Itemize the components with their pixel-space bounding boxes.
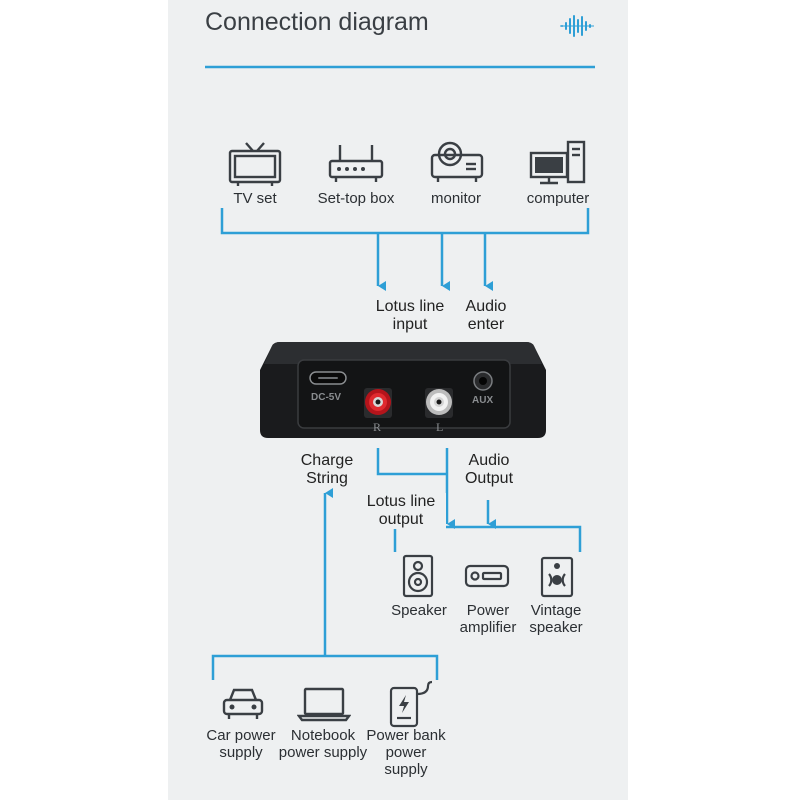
aux-label: AUX [472,395,494,406]
waveform-logo-icon [560,15,594,37]
bluetooth-receiver-device: DC-5V R L AUX [258,340,548,440]
rca-left-jack-icon [425,388,453,418]
projector-icon [428,139,486,185]
rca-right-jack-icon [364,388,392,418]
car-power-supply-label: Car power supply [206,727,276,761]
tv-icon [226,140,284,188]
audio-output-label: Audio Output [464,452,514,487]
lotus-line-input-label: Lotus line input [375,298,445,333]
vintage-speaker-icon [536,556,578,598]
source-label-monitor: monitor [430,190,482,207]
aux-jack-icon [473,371,493,391]
router-icon [326,143,386,185]
speaker-label: Speaker [391,602,447,619]
notebook-power-supply-label: Notebook power supply [278,727,368,761]
computer-icon [528,139,588,187]
rca-r-label: R [373,420,382,434]
page-title: Connection diagram [205,8,429,36]
vintage-speaker-label: Vintage speaker [529,602,583,636]
source-label-tv: TV set [233,190,277,207]
power-amplifier-label: Power amplifier [459,602,517,636]
power-bank-icon [388,680,438,730]
audio-enter-label: Audio enter [465,298,507,333]
dc-port-icon [309,371,347,385]
amplifier-icon [464,563,510,589]
dc-label: DC-5V [311,392,342,403]
rca-l-label: L [436,420,444,434]
source-label-set-top-box: Set-top box [317,190,395,207]
power-bank-power-supply-label: Power bank power supply [366,727,446,778]
charge-string-label: Charge String [300,452,354,487]
source-label-computer: computer [526,190,590,207]
lotus-line-output-label: Lotus line output [356,493,446,529]
speaker-icon [401,554,435,598]
car-icon [220,686,266,722]
laptop-icon [297,686,351,722]
